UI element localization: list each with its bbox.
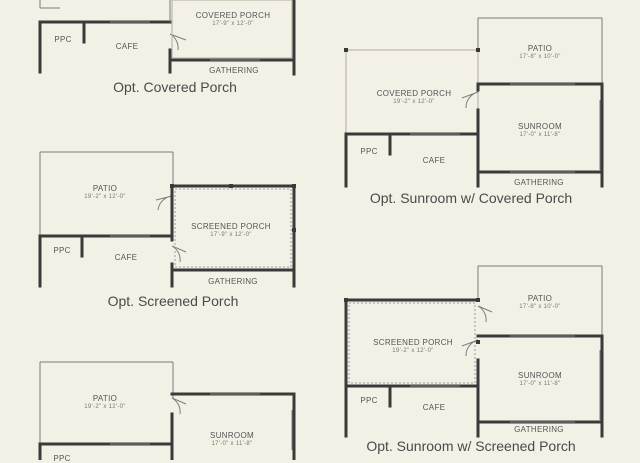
room-cafe: CAFE (422, 156, 446, 165)
room-ppc: PPC (53, 246, 71, 255)
room-name: SCREENED PORCH (191, 222, 271, 231)
room-patio: PATIO 19'-2" x 12'-0" (84, 394, 125, 410)
room-sunroom: SUNROOM 17'-0" x 11'-8" (518, 371, 562, 387)
room-dims: 17'-0" x 11'-8" (519, 132, 561, 138)
room-dims: 19'-2" x 12'-0" (84, 404, 126, 410)
room-name: SUNROOM (518, 371, 562, 380)
room-gathering: GATHERING (514, 425, 564, 434)
room-name: PATIO (527, 294, 553, 303)
room-patio: PATIO 19'-2" x 12'-0" (84, 184, 125, 200)
room-covered-porch: COVERED PORCH 17'-9" x 12'-0" (196, 11, 271, 27)
room-gathering: GATHERING (208, 277, 258, 286)
plan-sunroom-screened (344, 265, 604, 438)
caption-sunroom-screened: Opt. Sunroom w/ Screened Porch (366, 438, 576, 454)
room-covered-porch: COVERED PORCH 19'-2" x 12'-0" (377, 89, 452, 105)
room-cafe: CAFE (114, 253, 138, 262)
room-screened-porch: SCREENED PORCH 17'-9" x 12'-0" (191, 222, 271, 238)
room-dims: 19'-2" x 12'-0" (84, 194, 126, 200)
room-screened-porch: SCREENED PORCH 19'-2" x 12'-0" (373, 338, 453, 354)
room-name: COVERED PORCH (195, 11, 271, 20)
room-name: SUNROOM (518, 122, 562, 131)
room-sunroom: SUNROOM 17'-0" x 11'-8" (210, 431, 254, 447)
room-cafe: CAFE (422, 403, 446, 412)
room-dims: 17'-0" x 11'-8" (211, 441, 253, 447)
caption-covered-porch: Opt. Covered Porch (113, 79, 237, 95)
room-name: PATIO (527, 44, 553, 53)
room-dims: 17'-8" x 10'-0" (519, 304, 561, 310)
room-cafe: CAFE (115, 42, 139, 51)
room-ppc: PPC (54, 35, 72, 44)
room-name: SCREENED PORCH (373, 338, 453, 347)
plan-covered-porch (38, 0, 296, 76)
room-dims: 17'-9" x 12'-0" (210, 232, 252, 238)
room-sunroom: SUNROOM 17'-0" x 11'-8" (518, 122, 562, 138)
room-dims: 19'-2" x 12'-0" (393, 99, 435, 105)
plan-screened-porch (38, 151, 296, 288)
room-dims: 19'-2" x 12'-0" (392, 348, 434, 354)
room-dims: 17'-8" x 10'-0" (519, 54, 561, 60)
room-dims: 17'-0" x 11'-8" (519, 381, 561, 387)
room-ppc: PPC (360, 147, 378, 156)
room-name: PATIO (92, 394, 118, 403)
room-name: COVERED PORCH (376, 89, 452, 98)
room-gathering: GATHERING (209, 66, 259, 75)
room-ppc: PPC (360, 396, 378, 405)
room-ppc: PPC (53, 454, 71, 463)
room-name: PATIO (92, 184, 118, 193)
room-dims: 17'-9" x 12'-0" (212, 21, 254, 27)
caption-screened-porch: Opt. Screened Porch (107, 293, 239, 309)
plan-sunroom (38, 361, 296, 460)
room-name: SUNROOM (210, 431, 254, 440)
room-patio: PATIO 17'-8" x 10'-0" (519, 294, 560, 310)
room-patio: PATIO 17'-8" x 10'-0" (519, 44, 560, 60)
plan-sunroom-covered (344, 17, 604, 188)
caption-sunroom-covered: Opt. Sunroom w/ Covered Porch (369, 190, 573, 206)
room-gathering: GATHERING (514, 178, 564, 187)
